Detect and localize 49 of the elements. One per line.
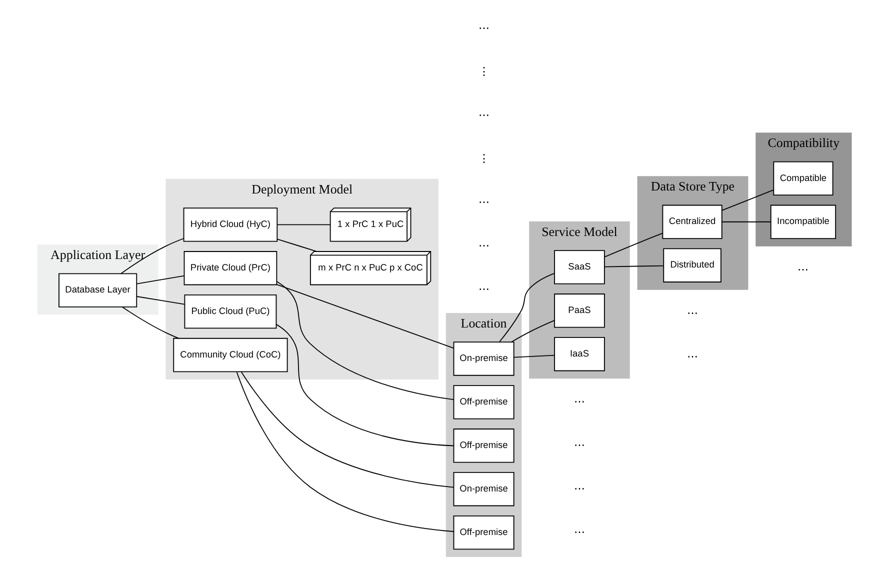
node-box: IaaS xyxy=(554,337,605,372)
node-box: Database Layer xyxy=(58,273,138,308)
connector xyxy=(604,232,664,258)
label: ⋯ xyxy=(574,396,585,408)
node-box: Incompatible xyxy=(770,204,836,239)
node-box: Compatible xyxy=(773,161,834,196)
connector xyxy=(276,281,454,400)
connector xyxy=(721,221,772,222)
connector xyxy=(276,238,318,252)
connector xyxy=(604,265,664,268)
connector xyxy=(276,224,331,226)
label: ⋯ xyxy=(574,440,585,452)
label: ⋯ xyxy=(574,526,585,538)
label: ⋯ xyxy=(574,482,585,495)
node-box: On-premise xyxy=(453,342,514,376)
connector xyxy=(513,354,555,358)
node-box: Private Cloud (PrC) xyxy=(184,251,278,286)
node-box: SaaS xyxy=(554,250,605,284)
node-box: Off-premise xyxy=(453,385,514,420)
connector xyxy=(499,272,555,342)
connector xyxy=(136,275,185,284)
label: ⋯ xyxy=(478,196,490,208)
node-box: PaaS xyxy=(554,294,605,328)
node-box: Off-premise xyxy=(453,428,514,463)
connector xyxy=(510,320,555,342)
label: ⋯ xyxy=(478,22,490,35)
connector xyxy=(276,284,454,349)
node-box: Distributed xyxy=(663,248,722,282)
connector xyxy=(120,238,184,274)
label: ⋯ xyxy=(478,109,490,122)
connector xyxy=(721,189,774,211)
label: ⋯ xyxy=(686,350,698,363)
label: ⋯ xyxy=(478,283,490,296)
node-box: On-premise xyxy=(453,472,514,506)
node-box: Off-premise xyxy=(453,515,514,550)
connector xyxy=(236,372,454,532)
node-box: Hybrid Cloud (HyC) xyxy=(183,208,278,242)
label: ⋯ xyxy=(478,240,490,252)
node-box: Centralized xyxy=(662,204,722,239)
label: ⋯ xyxy=(798,264,809,276)
connector xyxy=(276,324,454,446)
label: ⋮ xyxy=(478,152,490,165)
label: ⋮ xyxy=(478,66,490,78)
node-box: Public Cloud (PuC) xyxy=(184,294,277,329)
connector xyxy=(136,296,186,305)
label: ⋯ xyxy=(686,307,698,320)
connector xyxy=(122,306,180,339)
node-box: Community Cloud (CoC) xyxy=(173,338,288,372)
connector xyxy=(240,372,454,488)
